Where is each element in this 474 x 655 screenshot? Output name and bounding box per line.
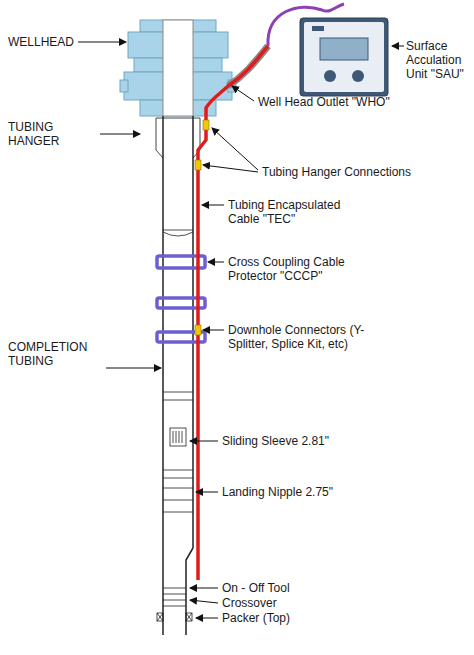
power-cable xyxy=(268,4,344,46)
bottom-assembly xyxy=(157,588,192,621)
part-label: Cross Coupling Cable Protector "CCCP" xyxy=(228,255,368,283)
surface-unit xyxy=(300,18,388,96)
part-label: Sliding Sleeve 2.81" xyxy=(222,434,329,448)
part-label: Well Head Outlet "WHO" xyxy=(258,95,390,109)
part-label: Packer (Top) xyxy=(222,611,290,625)
part-label: Downhole Connectors (Y-Splitter, Splice … xyxy=(228,323,393,351)
part-label: On - Off Tool xyxy=(222,581,290,595)
part-label: COMPLETION TUBING xyxy=(8,340,104,368)
unit-label: Surface Acculation Unit "SAU" xyxy=(406,39,470,81)
leader-line xyxy=(78,42,404,618)
part-label: Tubing Hanger Connections xyxy=(262,165,411,179)
tec-cable xyxy=(198,46,268,580)
part-label: Tubing Encapsulated Cable "TEC" xyxy=(228,198,358,226)
sliding-sleeve xyxy=(170,428,186,446)
part-label: Landing Nipple 2.75" xyxy=(222,485,333,499)
part-label: WELLHEAD xyxy=(8,35,74,49)
part-label: Crossover xyxy=(222,596,277,610)
wellhead xyxy=(120,20,236,116)
cable-connector xyxy=(195,120,209,335)
completion-tubing xyxy=(163,116,193,635)
part-label: TUBING HANGER xyxy=(8,120,96,148)
